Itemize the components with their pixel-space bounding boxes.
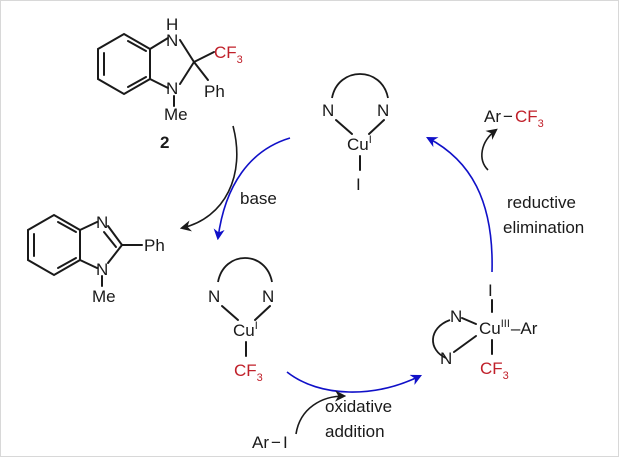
cu-cf3-ligand-arc bbox=[217, 257, 273, 283]
ar-cf3-cf: CF bbox=[515, 107, 538, 126]
cu-iii-ar: –Ar bbox=[511, 319, 538, 338]
reagent-2-number: 2 bbox=[160, 133, 169, 152]
cu-cf3-cu: CuI bbox=[233, 320, 258, 340]
side-arrow-base bbox=[179, 125, 238, 232]
cycle-arrow-bottom bbox=[286, 371, 423, 393]
ar-cf3-label: Ar−CF3 bbox=[484, 107, 544, 130]
cu-top-bond-left bbox=[335, 119, 353, 135]
cu-iii-bond-n-bottom bbox=[453, 335, 477, 353]
cu-iii-n-bottom: N bbox=[440, 349, 452, 368]
cu-top-cu-symbol: Cu bbox=[347, 135, 369, 154]
cu-top-cu: CuI bbox=[347, 134, 372, 154]
benzimidazole-benzene-ring bbox=[27, 213, 81, 277]
reagent-2-cf3-main: CF bbox=[214, 43, 237, 62]
cu-iii-complex: I N N CuIII–Ar CF3 bbox=[432, 281, 538, 382]
reagent-2-benzene-ring bbox=[97, 32, 151, 96]
cu-cf3-bond-right bbox=[254, 305, 271, 321]
reagent-2: H N N Me CF3 Ph 2 bbox=[97, 15, 243, 152]
reductive-label-line2: elimination bbox=[503, 218, 584, 237]
cu-cf3-cf3-main: CF bbox=[234, 361, 257, 380]
cu-top-n-left: N bbox=[322, 101, 334, 120]
oxidative-label-line1: oxidative bbox=[325, 397, 392, 416]
cu-iii-oxidation-state: III bbox=[501, 318, 510, 330]
cu-iii-cf3-sub: 3 bbox=[503, 370, 509, 382]
cu-top-bond-right bbox=[368, 119, 385, 135]
benzimidazole-product: N N Ph Me bbox=[27, 213, 165, 306]
oxidative-label-line2: addition bbox=[325, 422, 385, 441]
benzimidazole-me: Me bbox=[92, 287, 116, 306]
ar-i-i: I bbox=[283, 433, 288, 452]
ar-i-dash: − bbox=[271, 433, 281, 452]
reagent-2-nh-n: N bbox=[166, 31, 178, 50]
ar-cf3-sub: 3 bbox=[538, 118, 544, 130]
ar-cf3-product: Ar−CF3 bbox=[484, 107, 544, 130]
reagent-2-nh-h: H bbox=[166, 15, 178, 34]
benzimidazole-n-bottom: N bbox=[96, 260, 108, 279]
side-arrow-ar-i-entry bbox=[295, 390, 347, 435]
cu-iii-cu: CuIII–Ar bbox=[479, 318, 538, 338]
cu-cf3-n-right: N bbox=[262, 287, 274, 306]
cu-top-ligand-arc bbox=[331, 73, 389, 99]
cu-cf3-cu-symbol: Cu bbox=[233, 321, 255, 340]
reagent-2-me: Me bbox=[164, 105, 188, 124]
side-arrow-ar-cf3-release bbox=[481, 128, 498, 171]
reagent-2-imidazoline-ring bbox=[149, 37, 215, 107]
cu-i-cf3-complex: N N CuI CF3 bbox=[208, 257, 274, 384]
benzimidazole-n-top: N bbox=[96, 213, 108, 232]
benzimidazole-imidazole-ring bbox=[79, 221, 143, 287]
cu-iii-cf3-main: CF bbox=[480, 359, 503, 378]
reagent-2-cf3: CF3 bbox=[214, 43, 243, 66]
cu-i-iodide-complex: N N CuI I bbox=[322, 73, 389, 194]
ar-cf3-dash: − bbox=[503, 107, 513, 126]
ar-cf3-ar: Ar bbox=[484, 107, 501, 126]
cycle-arrow-top-to-left bbox=[213, 137, 291, 241]
benzimidazole-ph: Ph bbox=[144, 236, 165, 255]
cu-iii-cu-symbol: Cu bbox=[479, 319, 501, 338]
cu-iii-n-top: N bbox=[450, 307, 462, 326]
cu-top-n-right: N bbox=[377, 101, 389, 120]
reductive-label-line1: reductive bbox=[507, 193, 576, 212]
cu-iii-cf3: CF3 bbox=[480, 359, 509, 382]
cu-cf3-oxidation-state: I bbox=[255, 320, 258, 332]
cu-cf3-bond-left bbox=[221, 305, 239, 321]
reagent-2-nme-n: N bbox=[166, 79, 178, 98]
cu-iii-bond-n-top bbox=[461, 317, 477, 325]
cu-cf3-cf3: CF3 bbox=[234, 361, 263, 384]
ar-i-label: Ar−I bbox=[252, 433, 288, 452]
cu-top-iodide: I bbox=[356, 175, 361, 194]
base-label: base bbox=[240, 189, 277, 208]
cu-cf3-cf3-sub: 3 bbox=[257, 372, 263, 384]
cycle-arrow-right-to-top bbox=[426, 136, 493, 273]
cu-top-oxidation-state: I bbox=[369, 134, 372, 146]
ar-i-ar: Ar bbox=[252, 433, 269, 452]
reagent-2-ph: Ph bbox=[204, 82, 225, 101]
cu-iii-ligand-arc bbox=[432, 319, 451, 359]
reagent-2-cf3-sub: 3 bbox=[237, 54, 243, 66]
cu-iii-iodide: I bbox=[488, 281, 493, 300]
cu-cf3-n-left: N bbox=[208, 287, 220, 306]
